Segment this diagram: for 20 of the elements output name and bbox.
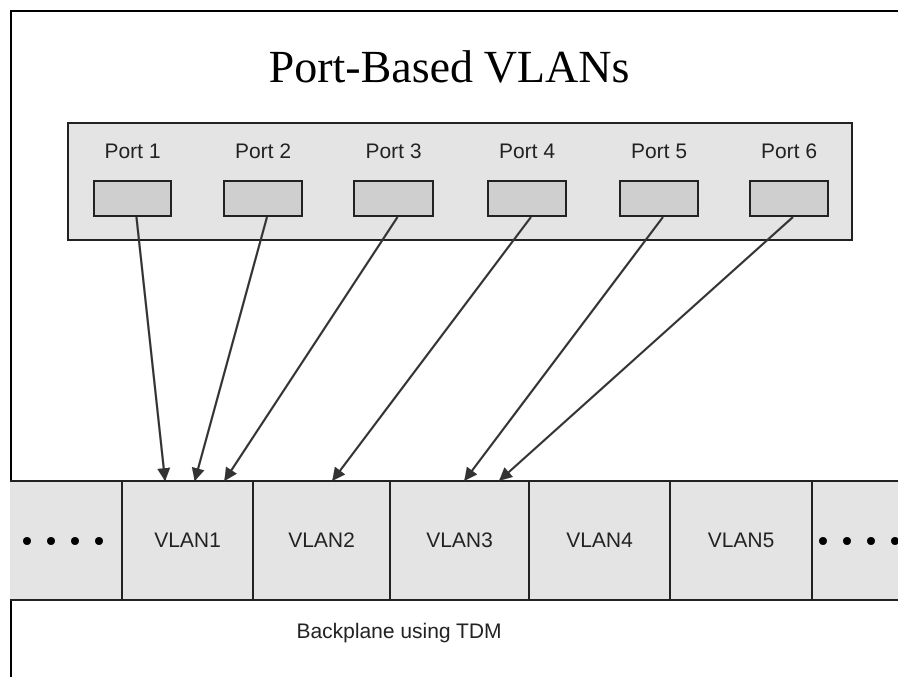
port-label: Port 6: [760, 140, 818, 164]
vlan-slot: VLAN4: [530, 480, 671, 601]
arrow: [464, 216, 664, 482]
title: Port-Based VLANs: [268, 40, 630, 93]
vlan-slot: VLAN2: [254, 480, 391, 601]
port-label: Port 1: [103, 140, 162, 164]
arrow: [224, 216, 398, 482]
port-label: Port 4: [498, 140, 556, 164]
arrow: [332, 216, 532, 482]
vlan-slot: VLAN3: [391, 480, 530, 601]
switch-panel: [67, 122, 853, 241]
port-label: Port 2: [234, 140, 292, 164]
backplane-caption: Backplane using TDM: [295, 620, 503, 644]
arrow: [135, 216, 170, 482]
arrow: [499, 216, 794, 481]
port-label: Port 3: [364, 140, 423, 164]
vlan-slot: VLAN5: [671, 480, 813, 601]
arrow: [192, 216, 268, 482]
port-label: Port 5: [630, 140, 688, 164]
vlan-slot: VLAN1: [123, 480, 254, 601]
